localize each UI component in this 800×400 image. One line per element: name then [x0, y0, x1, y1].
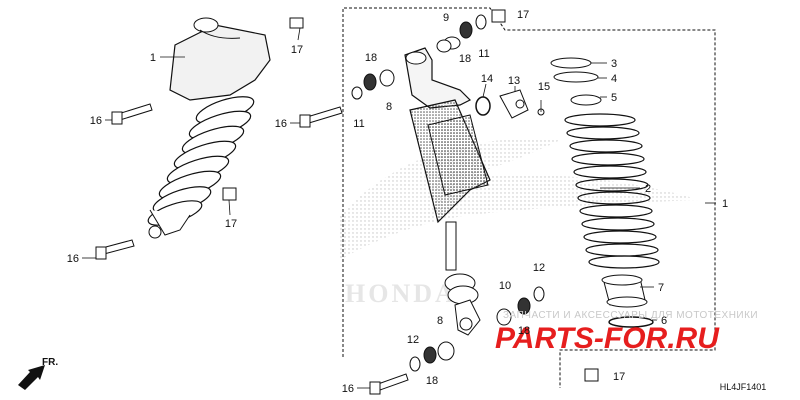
seal-18b-part	[363, 73, 377, 91]
diagram-code: HL4JF1401	[720, 382, 767, 392]
bearing-8a-part	[379, 69, 395, 87]
front-arrow-icon: FR.	[18, 357, 58, 390]
callout-13: 13	[508, 75, 520, 87]
site-watermark: ЗАПЧАСТИ И АКСЕССУАРЫ ДЛЯ МОТОТЕХНИКИ PA…	[495, 310, 758, 355]
stopper-3-part	[550, 57, 592, 69]
callout-16: 16	[90, 115, 102, 127]
washer-12a-part	[533, 286, 545, 302]
bolt-16a-part	[111, 103, 153, 125]
callout-1: 1	[150, 52, 156, 64]
damper-body-part	[404, 47, 491, 336]
nut-17b-part	[222, 187, 237, 201]
o-ring-14-part	[475, 96, 491, 116]
watermark-logo: PARTS-FOR.RU	[495, 322, 720, 355]
callout-12: 12	[533, 262, 545, 274]
adjuster-13-part	[499, 89, 529, 119]
callout-5: 5	[611, 92, 617, 104]
callout-8: 8	[437, 315, 443, 327]
bolt-16c-part	[299, 106, 343, 128]
callout-11: 11	[478, 48, 489, 60]
callout-17: 17	[225, 218, 237, 230]
callout-11: 11	[353, 118, 364, 130]
front-arrow-label: FR.	[42, 357, 58, 368]
callout-18: 18	[459, 53, 471, 65]
callout-15: 15	[538, 81, 550, 93]
nut-17a-part	[289, 17, 304, 29]
seat-4-part	[553, 71, 599, 83]
callout-14: 14	[481, 73, 493, 85]
callout-16: 16	[342, 383, 354, 395]
callout-6: 6	[661, 315, 667, 327]
callout-16: 16	[275, 118, 287, 130]
callout-17: 17	[613, 371, 625, 383]
callout-17: 17	[517, 9, 529, 21]
spring-2-part	[564, 113, 660, 269]
bolt-16d-part	[369, 373, 409, 395]
washer-11b-part	[351, 86, 363, 100]
callout-17: 17	[291, 44, 303, 56]
collar-5-part	[570, 94, 602, 106]
callout-7: 7	[658, 282, 664, 294]
lower-seat-7-part	[601, 274, 648, 308]
honda-wing-watermark: HONDA	[340, 138, 700, 308]
seal-18d-part	[423, 346, 437, 364]
washer-12b-part	[409, 356, 421, 372]
callout-12: 12	[407, 334, 419, 346]
callout-3: 3	[611, 58, 617, 70]
callout-8: 8	[386, 101, 392, 113]
callout-9: 9	[443, 12, 449, 24]
seal-18a-part	[459, 21, 473, 39]
callout-18: 18	[426, 375, 438, 387]
callout-16: 16	[67, 253, 79, 265]
nut-17c-part	[491, 9, 506, 23]
leader-lines	[82, 27, 716, 389]
washer-11a-part	[475, 14, 487, 30]
callout-1: 1	[722, 198, 728, 210]
callout-2: 2	[645, 183, 651, 195]
bearing-8b-part	[437, 341, 455, 361]
assembly-frame	[342, 7, 716, 388]
honda-brand-text: HONDA	[345, 279, 457, 308]
watermark-tagline: ЗАПЧАСТИ И АКСЕССУАРЫ ДЛЯ МОТОТЕХНИКИ	[503, 310, 758, 321]
left-shock-assembly	[147, 17, 271, 239]
bolt-16b-part	[95, 239, 135, 260]
callout-18: 18	[365, 52, 377, 64]
bushing-10-part	[496, 308, 512, 326]
callout-18: 18	[518, 325, 530, 337]
bushing-9-part	[436, 36, 461, 53]
callouts: 1 1 2 3 4 5 6 7 8 8 9 10 11 11 12 12 13 …	[67, 9, 728, 395]
seal-18c-part	[517, 297, 531, 315]
nut-17d-part	[584, 368, 599, 382]
clip-6-part	[608, 316, 654, 328]
callout-10: 10	[499, 280, 511, 292]
callout-4: 4	[611, 73, 617, 85]
